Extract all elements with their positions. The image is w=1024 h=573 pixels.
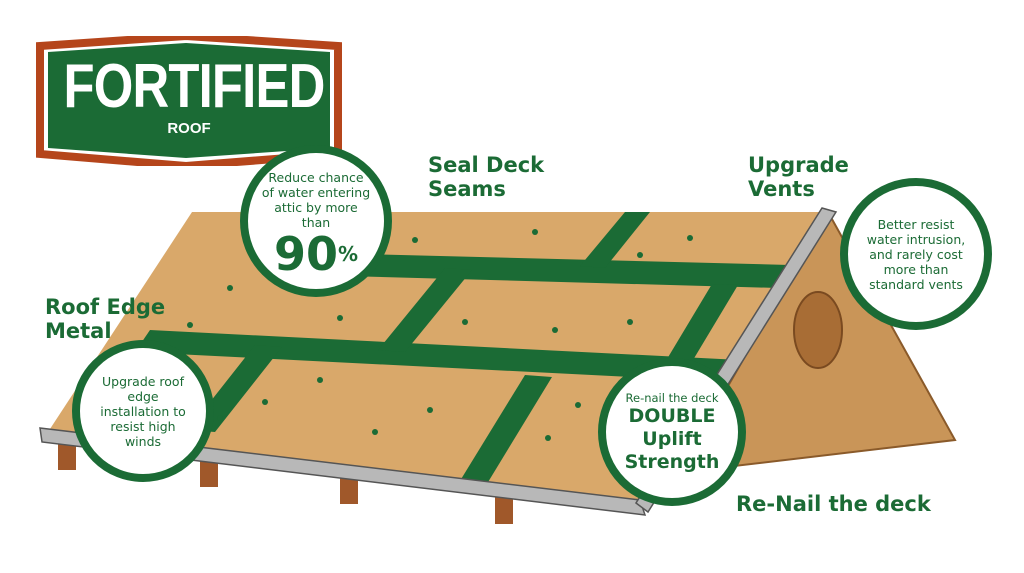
deck-seams xyxy=(135,212,790,492)
roof-edge-metal-label: Roof Edge Metal xyxy=(45,295,166,343)
renail-deck-label: Re-Nail the deck xyxy=(736,492,931,516)
seams-unit: % xyxy=(337,242,359,266)
edge-metal-bubble: Upgrade roof edge installation to resist… xyxy=(72,340,214,482)
logo-subtitle: ROOF xyxy=(167,120,211,137)
nail-dots xyxy=(187,229,693,441)
seams-text: Reduce chance of water entering attic by… xyxy=(261,170,371,230)
deck-line2: Uplift xyxy=(642,427,702,450)
edge-text: Upgrade roof edge installation to resist… xyxy=(100,373,186,449)
fortified-roof-logo: FORTIFIED ROOF xyxy=(36,36,342,166)
seal-deck-seams-label: Seal Deck Seams xyxy=(428,153,545,201)
renail-bubble: Re-nail the deck DOUBLE Uplift Strength xyxy=(598,358,746,506)
seams-value: 90 xyxy=(273,227,338,281)
seal-seams-bubble: Reduce chance of water entering attic by… xyxy=(240,145,392,297)
vents-bubble: Better resist water intrusion, and rarel… xyxy=(840,178,992,330)
deck-intro: Re-nail the deck xyxy=(625,390,719,405)
gable-vent xyxy=(793,291,843,369)
vents-text: Better resist water intrusion, and rarel… xyxy=(866,216,966,292)
upgrade-vents-label: Upgrade Vents xyxy=(748,153,849,201)
deck-line1: DOUBLE xyxy=(628,404,716,427)
deck-line3: Strength xyxy=(624,450,720,473)
logo-title: FORTIFIED xyxy=(63,52,326,121)
